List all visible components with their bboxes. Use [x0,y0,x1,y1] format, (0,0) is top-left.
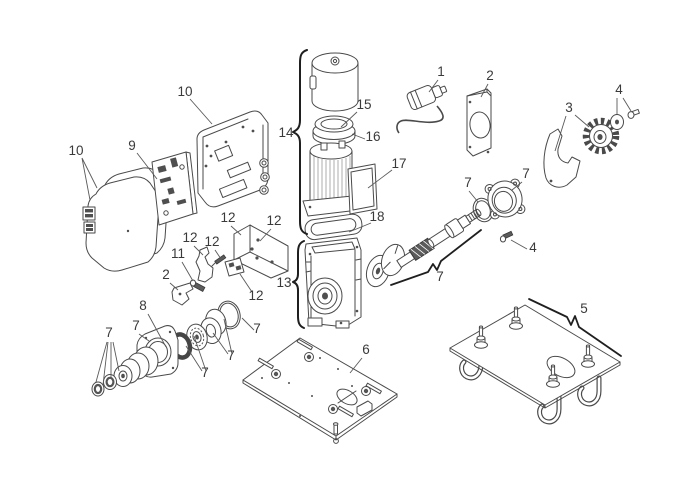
callout-12c: 12 [182,230,197,245]
callout-screw-4: 4 [615,82,623,97]
lock-nut [91,381,105,397]
lock-washer [103,374,117,390]
leader-lines [81,79,632,386]
bearing-seal-stack [91,300,241,397]
callout-fork-3: 3 [565,100,573,115]
switch-bracket-plate [466,88,492,157]
gear-screw [627,108,640,119]
callout-panel-17: 17 [391,156,406,171]
callout-12b: 12 [266,213,281,228]
brace-13 [292,240,305,329]
anchor-bolt [581,344,595,368]
callout-cover-10: 10 [68,143,83,158]
bracket-7-shaft [390,229,482,286]
callout-enclosure-10: 10 [177,84,192,99]
callout-7a: 7 [132,318,140,333]
callout-bracket-2: 2 [486,68,494,83]
capacitor-cable [396,105,444,134]
anchor-bolt [546,364,560,388]
ball-bearing [186,323,208,351]
anchor-bolt [474,325,488,349]
callout-capacitor-1: 1 [437,64,445,79]
motor-fan [312,115,356,145]
pinion-gear [582,117,620,155]
foundation-plate [449,304,621,425]
callout-ring-16: 16 [365,129,380,144]
callout-7d: 7 [227,348,235,363]
callout-plate-6: 6 [362,342,370,357]
callout-oring-7: 7 [464,175,472,190]
callout-labels: 10 10 9 14 15 16 17 18 1 2 3 4 7 7 4 7 1… [68,64,623,380]
flange-screw [499,230,514,243]
callout-gasket-18: 18 [369,209,384,224]
anchor-bolt [509,306,523,330]
brace-14 [292,49,308,235]
gear-washer [610,114,624,130]
contact-plate [224,257,245,277]
base-plate [242,337,398,444]
worm-shaft [396,208,482,268]
release-lever [195,246,214,283]
callout-12a: 12 [220,210,235,225]
terminal-panel [347,163,378,215]
control-board [151,151,198,226]
callout-lever-11: 11 [171,246,185,261]
callout-flange-8: 8 [139,298,147,313]
enclosure-backbox [196,110,270,208]
callout-fan-15: 15 [356,97,371,112]
callout-flange-7: 7 [522,166,530,181]
callout-12e: 12 [248,288,263,303]
callout-7b: 7 [105,325,113,340]
grommets [271,352,371,414]
motor-gasket [304,213,363,241]
callout-gearbox-13: 13 [276,275,291,290]
callout-7c: 7 [253,321,261,336]
callout-7e: 7 [201,365,209,380]
callout-board-9: 9 [128,138,136,153]
release-fork [543,128,581,188]
capacitor [396,84,448,134]
set-screw [211,254,227,267]
worm-shaft-assembly [365,208,482,288]
callout-bracket-2b: 2 [162,267,170,282]
lever-bracket [171,282,194,306]
callout-screw-4b: 4 [529,240,537,255]
callout-motor-14: 14 [278,125,294,140]
callout-shaft-7: 7 [436,269,444,284]
motor-cover [309,52,359,112]
gearbox-housing [304,237,362,329]
callout-12d: 12 [204,234,219,249]
cone-washer-stack [113,346,159,387]
cable-bosses [259,158,270,195]
callout-plate-5: 5 [580,301,588,316]
bracket-5-plate [528,298,622,357]
cover-lid [82,176,160,272]
